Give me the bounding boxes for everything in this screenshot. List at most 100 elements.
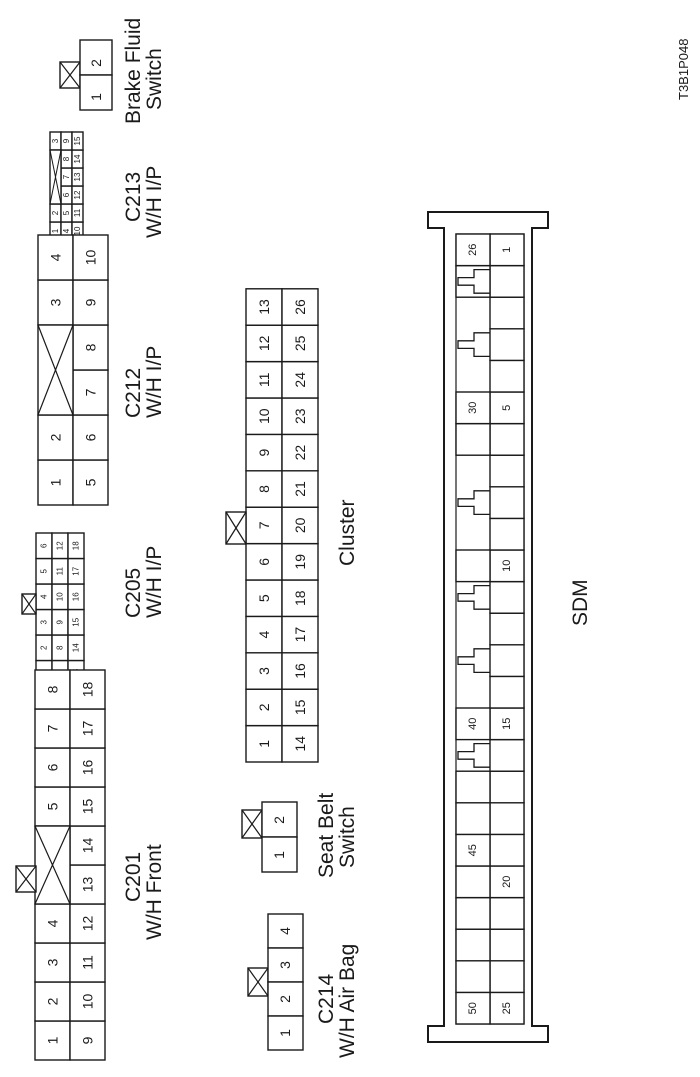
pin-label: 2 [271,816,287,824]
pin-cell [34,708,71,749]
connector-label: W/H I/P [143,166,166,238]
pin-label: 13 [80,877,96,893]
pin-label: 4 [62,228,71,233]
pin-label: 21 [292,481,308,497]
pin-label: 10 [73,226,82,235]
pin-cell [489,328,525,362]
pin-label: 3 [40,619,49,624]
pin-label: 18 [80,682,96,698]
pin-cell [489,960,525,994]
pin-cell [69,1020,106,1061]
pin-cell [489,928,525,962]
connector-label: SDM [569,579,592,626]
pin-label: 40 [467,718,479,730]
pin-cell [37,234,74,281]
pin-label: 15 [80,799,96,815]
seat-belt-switch-connector: 2 1 [241,801,298,873]
pin-cell [245,433,283,472]
pin-label: 9 [83,298,99,306]
pin-cell [455,928,491,962]
pin-cell [281,360,319,399]
pin-label: 17 [80,721,96,737]
pin-label: 5 [501,405,513,411]
pin-label: 5 [40,568,49,573]
pin-cell [69,981,106,1022]
pin-cell [455,833,491,867]
pin-cell [455,960,491,994]
pin-label: 4 [277,927,293,935]
pin-label: 6 [83,433,99,441]
pin-cell [281,724,319,763]
pin-label: 19 [292,554,308,570]
cavity-cross [37,324,74,416]
pin-label: 50 [467,1002,479,1014]
pin-label: 5 [62,210,71,215]
pin-label: 10 [56,592,65,601]
pin-cell [245,397,283,436]
pin-cell [245,615,283,654]
pin-label: 9 [80,1036,96,1044]
pin-label: 3 [45,958,61,966]
pin-label: 2 [48,433,64,441]
pin-cell [489,738,525,772]
pin-label: 10 [83,250,99,266]
connector-label: W/H Front [143,844,166,940]
cavity-cross [49,149,62,205]
pin-label: 18 [72,541,81,550]
lock-tab-cross [241,809,263,839]
pin-cell [281,542,319,581]
pin-cell [489,770,525,804]
pin-label: 2 [277,995,293,1003]
pin-cell [69,708,106,749]
pin-cell [281,652,319,690]
pin-label: 3 [256,667,272,675]
pin-label: 10 [256,408,272,424]
pin-cell [489,612,525,646]
pin-cell [489,580,525,614]
pin-label: 5 [45,802,61,810]
pin-cell [281,615,319,654]
pin-cell [281,288,319,326]
pin-cell [489,391,525,425]
pin-cell [245,652,283,690]
pin-label: 8 [83,343,99,351]
connector-label: W/H I/P [143,346,166,418]
pin-cell [71,131,84,151]
lock-tab-cross [15,865,37,893]
pin-cell [489,896,525,930]
pin-label: 11 [73,208,82,217]
pin-cell [281,324,319,363]
pin-label: 26 [292,299,308,315]
pin-cell [489,422,525,456]
pin-cell [455,391,491,425]
pin-label: 10 [501,560,513,572]
pin-cell [34,669,71,710]
pin-cell [455,770,491,804]
pin-label: 3 [51,138,60,143]
pin-cell [455,233,491,267]
pin-label: 5 [83,478,99,486]
pin-cell [489,517,525,551]
cluster-connector: 1234567891011121314151617181920212223242… [245,288,319,763]
pin-label: 11 [56,567,65,576]
pin-label: 16 [72,592,81,601]
connector-label: Seat Belt [315,793,338,878]
pin-cell [489,675,525,709]
pin-label: 8 [62,156,71,161]
keying-tab [457,268,490,294]
pin-label: 25 [292,335,308,351]
pin-cell [489,359,525,393]
pin-label: 8 [256,485,272,493]
brake-fluid-switch-connector: 2 1 [59,39,113,111]
pin-label: 24 [292,372,308,388]
pin-cell [69,942,106,983]
sdm-housing-outline [427,211,549,1043]
c214-connector: 4 3 2 1 [247,913,304,1051]
pin-label: 1 [51,228,60,233]
pin-label: 4 [40,594,49,599]
keying-tab [457,584,490,610]
